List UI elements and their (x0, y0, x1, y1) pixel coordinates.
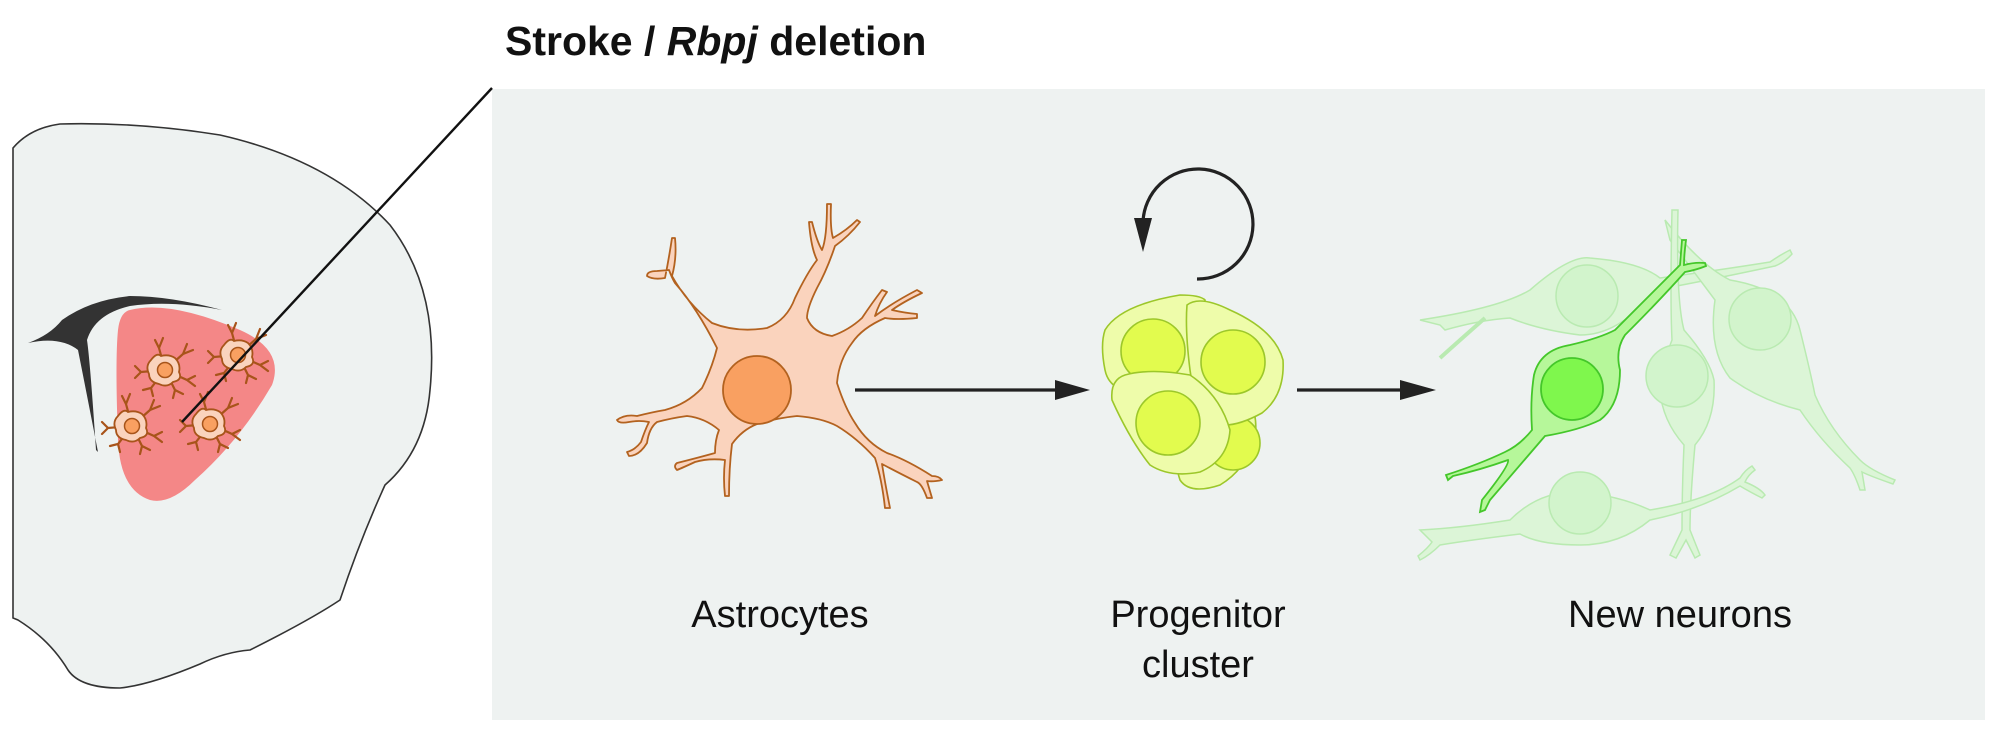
neuron-bright (1444, 239, 1708, 514)
figure-title: Stroke / Rbpj deletion (505, 18, 926, 65)
stage-label-text: New neurons (1568, 594, 1792, 636)
neuron-faint (1664, 219, 1897, 491)
right-arrow-icon (855, 380, 1090, 400)
neuron-faint (1419, 248, 1793, 360)
neuron-faint (1417, 465, 1766, 562)
astrocyte-nucleus (722, 355, 792, 425)
stage-label-text: Astrocytes (691, 594, 869, 636)
stage-label-text: cluster (1142, 644, 1254, 686)
circular-arrow-icon (1134, 167, 1255, 281)
astrocyte-illustration (616, 203, 943, 509)
stage-label-progenitor: Progenitor cluster (1068, 590, 1328, 690)
title-part2: deletion (757, 18, 927, 64)
progenitor-cluster-illustration (1101, 294, 1284, 490)
stage-label-text: Progenitor (1110, 594, 1286, 636)
callout-line (181, 87, 493, 423)
brain-section (12, 122, 433, 689)
title-gene: Rbpj (666, 18, 758, 64)
right-arrow-icon (1297, 380, 1436, 400)
stage-label-astrocytes: Astrocytes (650, 590, 910, 640)
ventricle (28, 296, 222, 452)
stage-label-neurons: New neurons (1530, 590, 1830, 640)
neuron-faint (1645, 209, 1715, 560)
title-part1: Stroke / (505, 18, 667, 64)
new-neurons-illustration (1417, 209, 1897, 562)
